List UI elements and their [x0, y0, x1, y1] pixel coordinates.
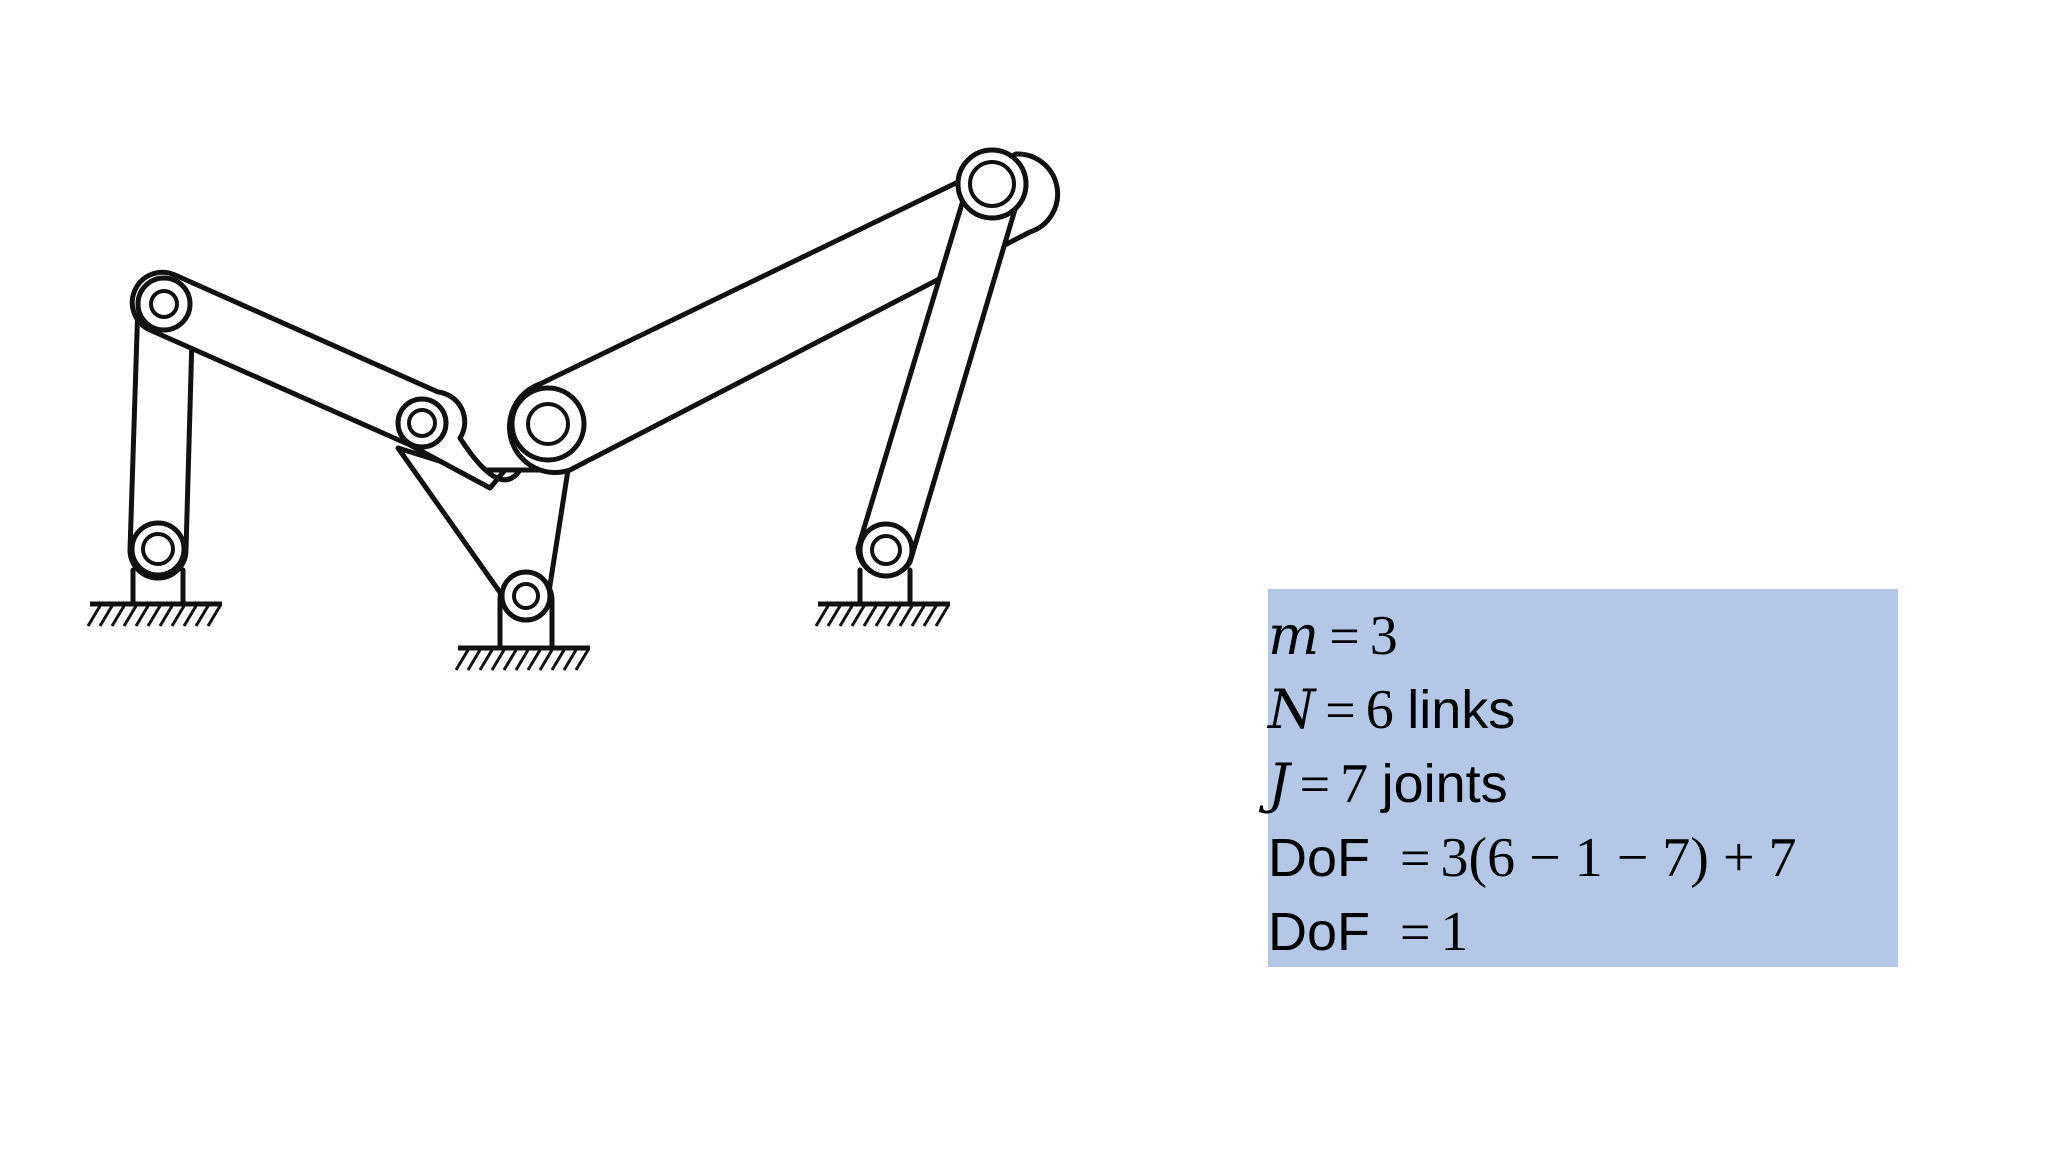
- value-n: 6: [1365, 679, 1394, 741]
- joint-pin-middle-left: [395, 396, 449, 450]
- joint-pin-middle-ground: [499, 569, 553, 623]
- equation-m: m=3: [1268, 599, 1898, 673]
- dof-calculation-box: m=3 N=6 links J=7 joints DoF=3(6 − 1 − 7…: [1268, 589, 1898, 967]
- value-m: 3: [1369, 605, 1398, 667]
- dof-result-value: 1: [1440, 901, 1469, 963]
- equation-dof-result: DoF =1: [1268, 895, 1898, 969]
- joint-pin-middle-right: [509, 385, 587, 463]
- equation-joints: J=7 joints: [1268, 747, 1898, 821]
- symbol-n: N: [1268, 678, 1316, 741]
- symbol-m: m: [1268, 604, 1320, 667]
- equation-dof-formula: DoF =3(6 − 1 − 7) + 7: [1268, 821, 1898, 895]
- equals-sign: =: [1400, 828, 1431, 888]
- equals-sign: =: [1325, 680, 1356, 740]
- equals-sign: =: [1400, 902, 1431, 962]
- joint-pin-top-right: [955, 147, 1029, 221]
- equation-links: N=6 links: [1268, 673, 1898, 747]
- linkage-mechanism-diagram: [86, 147, 1061, 671]
- joint-pin-right-bottom: [857, 521, 915, 579]
- symbol-j: J: [1268, 752, 1290, 815]
- ground-right: [814, 567, 950, 627]
- value-j: 7: [1340, 753, 1369, 815]
- equals-sign: =: [1329, 606, 1360, 666]
- joint-pin-left-top: [135, 275, 193, 333]
- unit-links: links: [1407, 680, 1516, 740]
- label-dof: DoF: [1268, 902, 1371, 962]
- ground-left: [86, 567, 222, 627]
- equals-sign: =: [1299, 754, 1331, 814]
- dof-expression: 3(6 − 1 − 7) + 7: [1440, 827, 1797, 889]
- unit-joints: joints: [1381, 754, 1508, 814]
- joint-pin-left-bottom: [129, 520, 187, 578]
- label-dof: DoF: [1268, 828, 1371, 888]
